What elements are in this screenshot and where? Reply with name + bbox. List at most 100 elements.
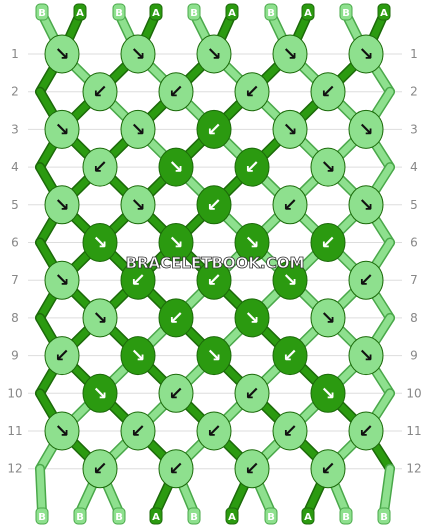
knot-oval [272, 411, 308, 451]
knot: ↘ [120, 109, 156, 149]
knot-oval [44, 336, 80, 376]
knot-oval [120, 34, 156, 74]
knot-oval [348, 109, 384, 149]
svg-text:B: B [342, 8, 350, 19]
knot: ↙ [234, 373, 270, 413]
knot: ↘ [234, 223, 270, 262]
row-number-left: 2 [11, 85, 19, 99]
knot-oval [272, 260, 308, 300]
knot: ↙ [310, 449, 346, 489]
knot-oval [310, 449, 346, 489]
knot: ↙ [196, 185, 232, 225]
knot: ↙ [272, 185, 308, 225]
knot-oval [348, 34, 384, 74]
knot-oval [196, 34, 232, 74]
strand-label-top: A [377, 3, 391, 21]
knot: ↙ [310, 223, 346, 262]
knot: ↘ [120, 336, 156, 376]
knot: ↙ [310, 72, 346, 112]
knot: ↘ [44, 109, 80, 149]
knot-arrow-icon: ↘ [320, 157, 335, 178]
knot-oval [272, 336, 308, 376]
knot-arrow-icon: ↘ [130, 346, 145, 367]
knot-oval [234, 72, 270, 112]
knot: ↘ [234, 298, 270, 338]
strand-label-bottom: A [301, 507, 315, 525]
knot-oval [310, 298, 346, 338]
knot: ↙ [348, 411, 384, 451]
knot: ↙ [82, 72, 118, 112]
knot-arrow-icon: ↘ [54, 421, 69, 442]
knot-arrow-icon: ↙ [282, 346, 297, 367]
knot-arrow-icon: ↙ [244, 383, 259, 404]
knot-oval [158, 223, 194, 262]
svg-text:A: A [304, 512, 312, 523]
knot-arrow-icon: ↘ [244, 233, 259, 254]
knot: ↙ [348, 260, 384, 300]
knot: ↙ [196, 109, 232, 149]
svg-text:B: B [190, 8, 198, 19]
knot-arrow-icon: ↘ [92, 233, 107, 254]
knot-arrow-icon: ↙ [206, 119, 221, 140]
knot-oval [120, 109, 156, 149]
knot-arrow-icon: ↙ [282, 195, 297, 216]
knot: ↘ [272, 109, 308, 149]
knot: ↘ [44, 185, 80, 225]
knot-arrow-icon: ↘ [358, 346, 373, 367]
knot-arrow-icon: ↘ [54, 270, 69, 291]
knot-arrow-icon: ↘ [130, 44, 145, 65]
knot-oval [120, 336, 156, 376]
strand-label-top: B [264, 3, 278, 21]
knot: ↘ [44, 34, 80, 74]
row-number-right: 2 [410, 85, 418, 99]
row-number-right: 5 [410, 198, 418, 212]
knot-arrow-icon: ↙ [130, 270, 145, 291]
knot-oval [234, 298, 270, 338]
knot-oval [348, 185, 384, 225]
knot-oval [44, 34, 80, 74]
strand-label-bottom: B [377, 507, 391, 525]
knot-arrow-icon: ↙ [358, 421, 373, 442]
knot-arrow-icon: ↙ [54, 346, 69, 367]
row-number-left: 7 [11, 273, 19, 287]
knot-oval [196, 260, 232, 300]
knot-arrow-icon: ↘ [282, 44, 297, 65]
knot-oval [196, 109, 232, 149]
svg-text:B: B [342, 512, 350, 523]
svg-text:B: B [380, 512, 388, 523]
svg-text:A: A [228, 8, 236, 19]
knot-oval [44, 260, 80, 300]
strand-label-bottom: B [35, 507, 49, 525]
knot-arrow-icon: ↘ [92, 383, 107, 404]
knot-arrow-icon: ↘ [54, 44, 69, 65]
knot-arrow-icon: ↙ [168, 308, 183, 329]
row-number-right: 3 [410, 122, 418, 136]
knot: ↙ [158, 298, 194, 338]
knot: ↘ [82, 298, 118, 338]
knot-arrow-icon: ↙ [92, 157, 107, 178]
svg-text:B: B [267, 8, 275, 19]
knot: ↙ [196, 411, 232, 451]
svg-text:B: B [38, 512, 46, 523]
knot: ↘ [348, 109, 384, 149]
knot-oval [272, 109, 308, 149]
knot-oval [158, 298, 194, 338]
knot-arrow-icon: ↙ [244, 82, 259, 103]
row-number-left: 8 [11, 311, 19, 325]
strand-label-top: B [187, 3, 201, 21]
strand-label-top: B [339, 3, 353, 21]
knot: ↙ [234, 147, 270, 187]
row-number-right: 8 [410, 311, 418, 325]
knot-oval [44, 185, 80, 225]
row-number-right: 12 [406, 462, 421, 476]
knot: ↙ [82, 147, 118, 187]
knot: ↘ [44, 260, 80, 300]
knot-oval [348, 260, 384, 300]
strand-label-top: B [35, 3, 49, 21]
knot: ↘ [348, 336, 384, 376]
knot-arrow-icon: ↙ [244, 459, 259, 480]
strand-segment [36, 465, 46, 516]
strand-label-bottom: B [339, 507, 353, 525]
knot: ↘ [120, 185, 156, 225]
